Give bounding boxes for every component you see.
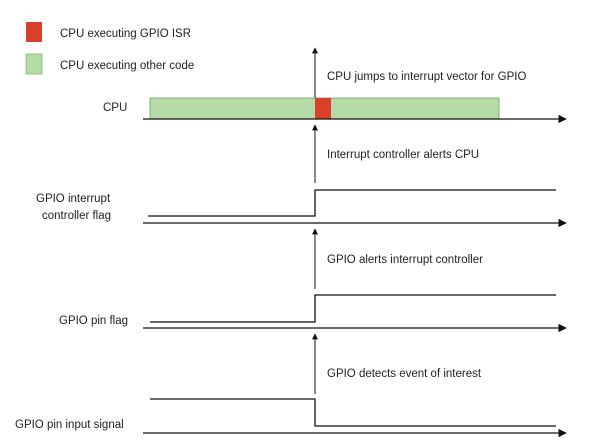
event-arrows: CPU jumps to interrupt vector for GPIO I… — [312, 47, 526, 394]
ic-flag-label-line2: controller flag — [42, 210, 111, 222]
ic-flag-row: GPIO interrupt controller flag — [36, 189, 567, 228]
pin-input-row: GPIO pin input signal — [15, 398, 567, 438]
legend: CPU executing GPIO ISR CPU executing oth… — [25, 22, 194, 75]
pin-flag-label: GPIO pin flag — [59, 315, 128, 327]
ic-alerts-cpu-annotation: Interrupt controller alerts CPU — [327, 149, 479, 161]
pin-flag-waveform — [150, 294, 556, 323]
pin-input-waveform — [150, 398, 556, 427]
legend-label-other: CPU executing other code — [60, 60, 194, 72]
cpu-label: CPU — [103, 102, 127, 114]
gpio-alerts-ic-annotation: GPIO alerts interrupt controller — [327, 254, 483, 266]
legend-swatch-isr — [26, 22, 42, 42]
cpu-row: CPU — [103, 97, 567, 124]
legend-swatch-other — [25, 53, 43, 75]
gpio-detects-annotation: GPIO detects event of interest — [327, 368, 482, 380]
pin-input-label: GPIO pin input signal — [15, 419, 124, 431]
ic-flag-label-line1: GPIO interrupt — [36, 193, 111, 205]
cpu-isr-bar — [315, 98, 331, 119]
cpu-jump-annotation: CPU jumps to interrupt vector for GPIO — [327, 71, 526, 83]
legend-label-isr: CPU executing GPIO ISR — [60, 28, 191, 40]
ic-flag-waveform — [148, 189, 556, 217]
pin-flag-row: GPIO pin flag — [59, 294, 567, 333]
